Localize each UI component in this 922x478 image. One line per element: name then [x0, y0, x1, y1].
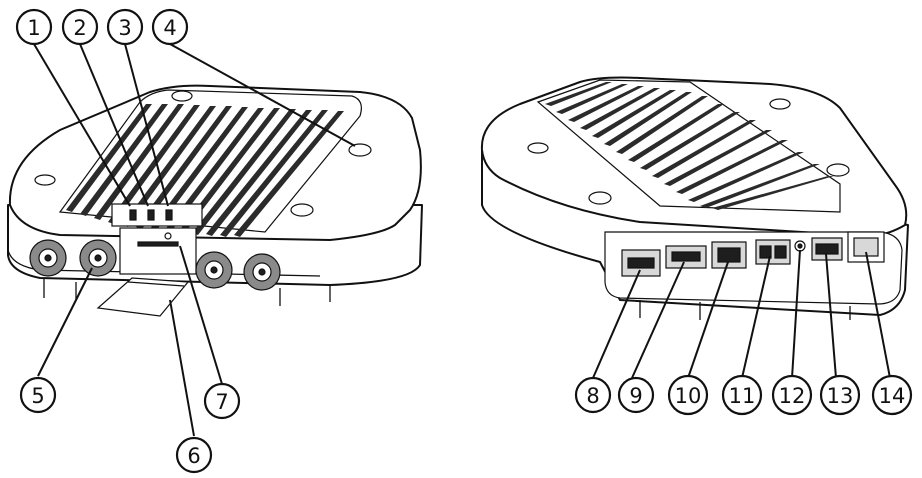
callout-9: 9: [617, 376, 655, 414]
leader-4: [169, 43, 356, 147]
callout-10-label: 10: [675, 384, 702, 408]
callout-13: 13: [819, 374, 861, 416]
leader-14: [865, 251, 891, 379]
callout-12-label: 12: [779, 384, 806, 408]
leader-13: [825, 253, 837, 379]
callout-7: 7: [203, 382, 241, 420]
rear-heatsink-fins: [545, 82, 834, 210]
callout-9-label: 9: [629, 384, 642, 408]
callout-3: 3: [106, 8, 144, 46]
callout-13-label: 13: [827, 384, 854, 408]
callout-14-label: 14: [879, 384, 906, 408]
callout-2-label: 2: [73, 16, 86, 40]
callout-1: 1: [15, 8, 53, 46]
callout-6-label: 6: [187, 444, 200, 468]
callout-10: 10: [667, 374, 709, 416]
leader-lines: [33, 43, 891, 437]
leader-1: [33, 43, 131, 207]
leader-3: [124, 43, 169, 207]
front-heatsink-fins: [66, 104, 344, 237]
leader-2: [79, 43, 149, 207]
leader-9: [631, 261, 685, 379]
callout-6: 6: [175, 436, 213, 474]
leader-6: [169, 299, 195, 437]
callout-3-label: 3: [118, 16, 131, 40]
callout-4-label: 4: [163, 16, 176, 40]
leader-7: [179, 245, 223, 385]
leader-10: [687, 261, 729, 379]
callout-7-label: 7: [215, 390, 228, 414]
callout-11: 11: [721, 374, 763, 416]
leader-5: [37, 267, 93, 377]
callout-4: 4: [151, 8, 189, 46]
leader-12: [791, 249, 801, 379]
callout-8-label: 8: [586, 384, 599, 408]
callout-14: 14: [871, 374, 913, 416]
front-view-device: [7, 84, 423, 317]
callout-5: 5: [19, 376, 57, 414]
rear-view-device: [480, 76, 909, 320]
callout-11-label: 11: [729, 384, 756, 408]
callout-1-label: 1: [27, 16, 40, 40]
callout-12: 12: [771, 374, 813, 416]
callout-2: 2: [61, 8, 99, 46]
leader-8: [592, 269, 641, 379]
bnc-connectors: [29, 239, 281, 291]
leader-11: [741, 255, 771, 379]
callout-8: 8: [574, 376, 612, 414]
rear-connectors: [621, 231, 885, 277]
callout-5-label: 5: [31, 384, 44, 408]
